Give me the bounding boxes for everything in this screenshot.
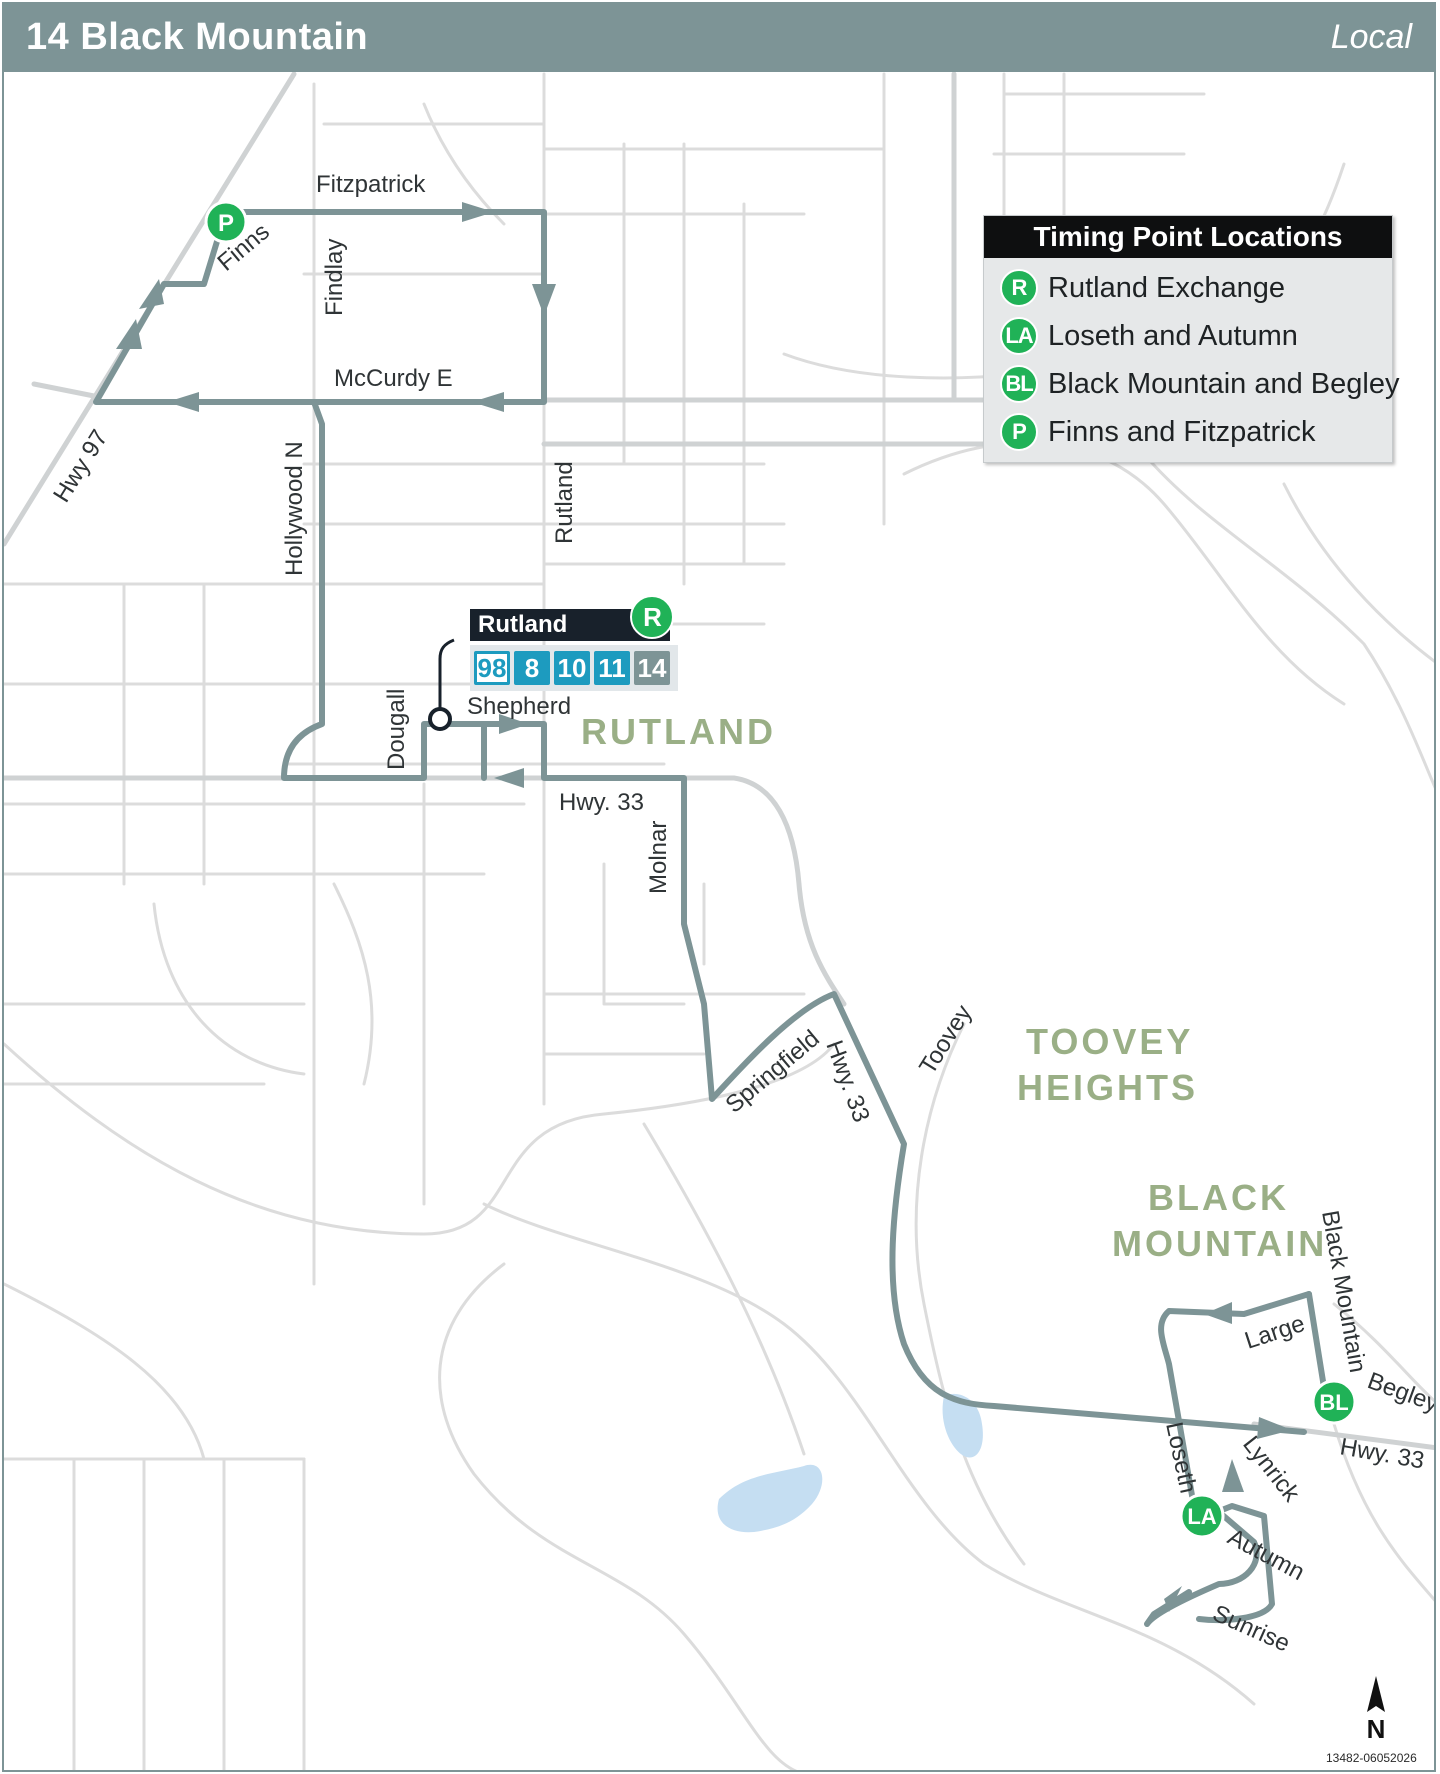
timing-point-la-label: LA	[1187, 1504, 1216, 1529]
legend-item-label: Loseth and Autumn	[1048, 319, 1298, 352]
lakes	[717, 1393, 983, 1533]
street-label-findlay: Findlay	[321, 239, 348, 316]
legend-item-label: Rutland Exchange	[1048, 271, 1285, 304]
street-label-fitzpatrick: Fitzpatrick	[316, 171, 426, 198]
timing-point-bl[interactable]: BL	[1311, 1379, 1357, 1425]
arrow-west-mccurdy-1	[472, 392, 504, 412]
north-arrow-icon: N	[1367, 1676, 1386, 1740]
arrow-west-large	[1204, 1302, 1232, 1324]
arrow-east-hwy33-bm	[1257, 1417, 1292, 1439]
arrow-south-rutland	[532, 284, 556, 316]
direction-arrows	[116, 202, 1292, 1612]
legend-item-loseth-autumn: LA Loseth and Autumn	[1000, 316, 1298, 356]
street-label-begley: Begley	[1364, 1367, 1436, 1417]
exchange-callout[interactable]: Rutland 98 8 10 11 14 R	[470, 595, 678, 691]
route-badge-14[interactable]: 14	[634, 651, 670, 685]
arrow-west-hwy33	[494, 768, 524, 788]
legend-item-black-mountain-begley: BL Black Mountain and Begley	[1000, 364, 1399, 404]
legend-item-label: Black Mountain and Begley	[1048, 367, 1400, 400]
timing-point-icon: LA	[1000, 317, 1038, 355]
street-label-lynrick: Lynrick	[1237, 1431, 1305, 1508]
timing-point-bl-label: BL	[1319, 1390, 1348, 1415]
legend-heading: Timing Point Locations	[984, 216, 1392, 258]
area-label-toovey: TOOVEY	[1026, 1021, 1193, 1062]
timing-point-icon: R	[1000, 269, 1038, 307]
timing-point-legend: Timing Point Locations R Rutland Exchang…	[983, 215, 1399, 463]
route-title: 14 Black Mountain	[26, 16, 369, 58]
area-label-black: BLACK	[1148, 1177, 1289, 1218]
street-label-hwy33-east: Hwy. 33	[1338, 1433, 1426, 1474]
route-14-line	[93, 209, 1329, 1627]
arrow-north-hwy97-2	[139, 279, 164, 309]
route-badge-98[interactable]: 98	[474, 651, 510, 685]
arrow-west-mccurdy-2	[167, 392, 199, 412]
timing-point-p-label: P	[218, 210, 234, 237]
timing-point-p[interactable]: P	[204, 200, 248, 244]
area-label-rutland: RUTLAND	[581, 711, 776, 752]
street-label-hollywood: Hollywood N	[281, 441, 308, 576]
route-badge-8[interactable]: 8	[514, 651, 550, 685]
arrow-east-shepherd	[499, 714, 529, 734]
street-label-sunrise: Sunrise	[1209, 1600, 1294, 1658]
street-label-hwy33-west: Hwy. 33	[559, 789, 644, 816]
street-label-rutland: Rutland	[551, 461, 578, 544]
route-map: Fitzpatrick Finns Findlay McCurdy E Hwy …	[4, 71, 1436, 1770]
exchange-route-list: 98 8 10 11 14	[470, 645, 678, 691]
street-label-loseth: Loseth	[1160, 1420, 1201, 1496]
street-label-mccurdy: McCurdy E	[334, 365, 453, 392]
legend-item-label: Finns and Fitzpatrick	[1048, 415, 1316, 448]
timing-point-icon: P	[1000, 413, 1038, 451]
arrow-north-lynrick	[1222, 1459, 1244, 1492]
timing-point-la[interactable]: LA	[1179, 1493, 1225, 1539]
route-badge-11[interactable]: 11	[594, 651, 630, 685]
street-label-large: Large	[1242, 1310, 1309, 1355]
street-label-molnar: Molnar	[645, 821, 672, 894]
north-label: N	[1367, 1714, 1386, 1740]
street-label-hwy33-middle: Hwy. 33	[820, 1037, 874, 1126]
route-badge-10[interactable]: 10	[554, 651, 590, 685]
legend-item-finns-fitzpatrick: P Finns and Fitzpatrick	[1000, 412, 1316, 452]
arrow-east-fitzpatrick	[462, 202, 494, 222]
street-label-dougall: Dougall	[383, 689, 410, 770]
area-label-heights: HEIGHTS	[1017, 1067, 1198, 1108]
legend-item-rutland-exchange: R Rutland Exchange	[1000, 268, 1285, 308]
rutland-exchange-pin[interactable]	[428, 638, 455, 731]
arrow-sunrise	[1164, 1586, 1182, 1612]
title-bar: 14 Black Mountain Local	[4, 4, 1434, 72]
street-label-hwy97: Hwy 97	[48, 425, 113, 507]
map-code: 13482-06052026	[1326, 1751, 1417, 1765]
arrow-north-hwy97-1	[116, 319, 142, 349]
service-type: Local	[1330, 18, 1412, 56]
exchange-timing-point-icon[interactable]: R	[630, 595, 674, 639]
timing-point-icon: BL	[1000, 365, 1038, 403]
street-label-shepherd: Shepherd	[467, 693, 571, 720]
area-label-mountain: MOUNTAIN	[1112, 1223, 1327, 1264]
